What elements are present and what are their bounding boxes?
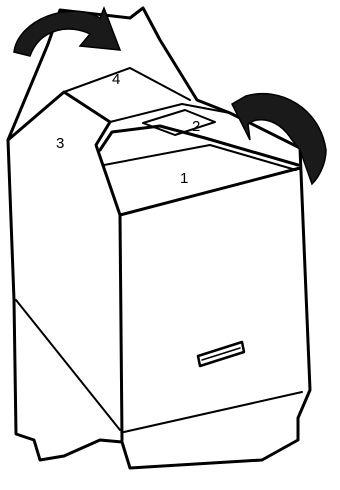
label-flap-2: 2: [192, 118, 200, 135]
flap-3: [8, 92, 120, 215]
box-top-edge: [120, 168, 300, 215]
label-flap-1: 1: [180, 170, 188, 187]
left-face-fold: [16, 300, 120, 430]
label-flap-3: 3: [56, 135, 64, 152]
bottom-band-line: [124, 392, 302, 432]
flap-4-edge: [64, 68, 190, 100]
label-flap-4: 4: [112, 71, 120, 88]
curved-arrow-left-icon: [14, 8, 120, 56]
box-front-corner: [120, 215, 122, 440]
carton-outline: [8, 8, 310, 468]
